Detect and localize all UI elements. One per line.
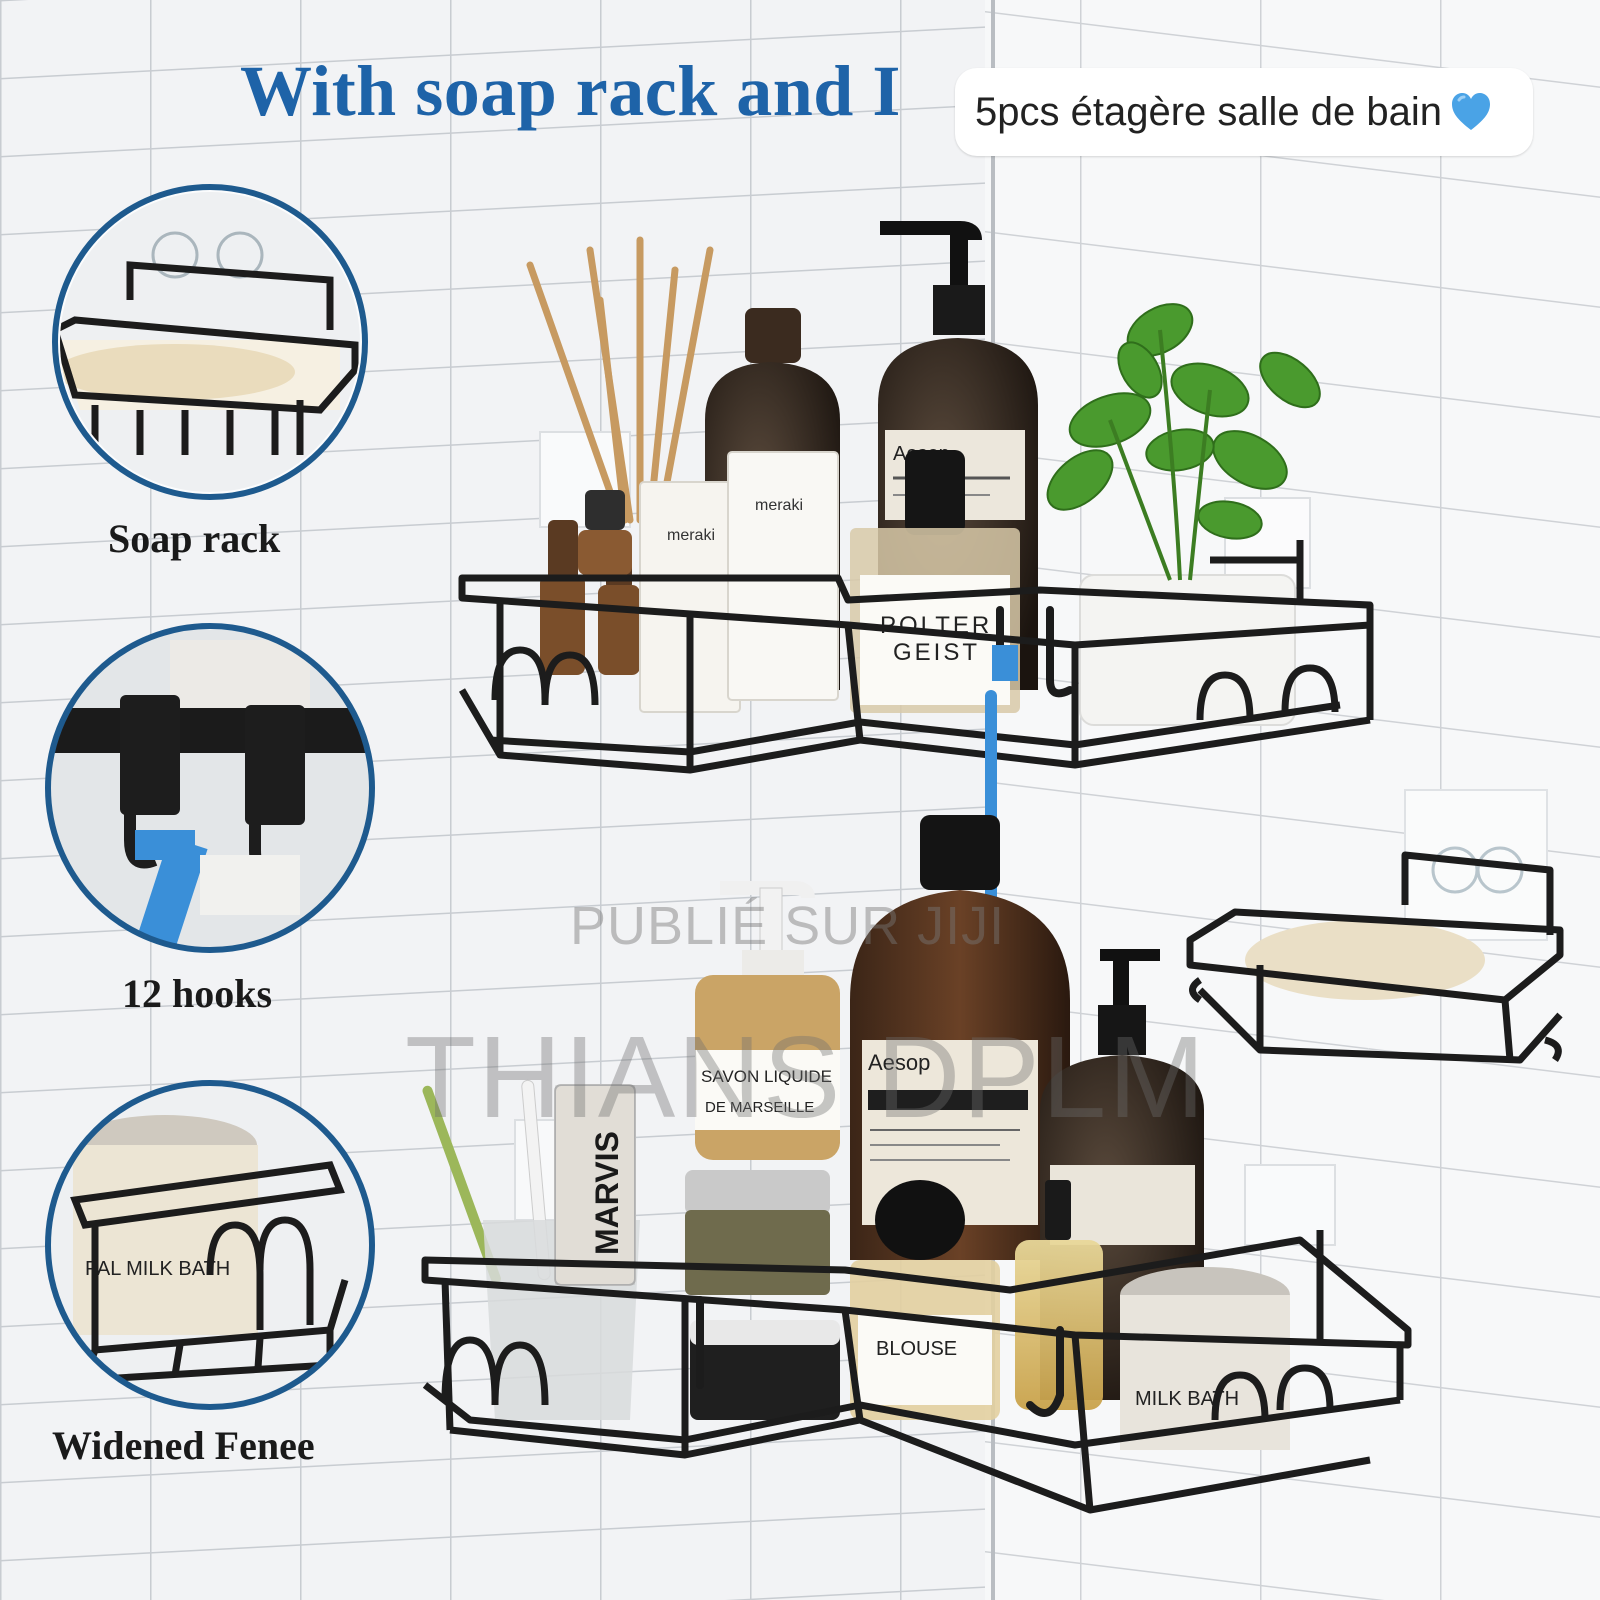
reed-diffuser — [526, 236, 714, 524]
top-rack-frame — [458, 540, 1374, 774]
banner-title: With soap rack and I — [240, 51, 901, 131]
savon-label-2: DE MARSEILLE — [705, 1099, 814, 1116]
feature-label-soap-rack: Soap rack — [108, 516, 281, 561]
milk-bath-left-label: PAL MILK BATH — [85, 1258, 230, 1280]
soap-rack-right — [1186, 789, 1564, 1064]
hooks-closeup — [45, 623, 375, 953]
soap-rack-closeup — [52, 184, 368, 500]
savon-liquide-bottle: SAVON LIQUIDE DE MARSEILLE — [695, 881, 840, 1160]
fence-closeup: PAL MILK BATH — [45, 1080, 375, 1410]
bottom-corner-shelf: MARVIS SAVON LIQUIDE DE MARSEILLE — [421, 815, 1412, 1514]
savon-label-1: SAVON LIQUIDE — [701, 1067, 832, 1086]
black-jar — [690, 1320, 840, 1420]
aesop-bottom-label: Aesop — [868, 1050, 930, 1075]
milk-bath-right-label: MILK BATH — [1135, 1388, 1239, 1410]
tube-label-1: meraki — [667, 527, 715, 544]
blouse-label: BLOUSE — [876, 1338, 957, 1360]
caption-text: 5pcs étagère salle de bain — [975, 89, 1442, 134]
aesop-large-bottle: Aesop — [850, 815, 1070, 1260]
meraki-tubes: meraki meraki — [639, 451, 839, 713]
blouse-bottle: BLOUSE — [850, 1180, 1000, 1420]
hooks-bottom — [696, 1296, 1064, 1417]
feature-label-hooks: 12 hooks — [122, 971, 273, 1016]
watermark-line-1: PUBLIÉ SUR JIJI — [570, 896, 1006, 956]
top-corner-shelf: Aesop meraki meraki — [458, 221, 1374, 960]
marvis-toothpaste: MARVIS — [554, 1084, 636, 1286]
polter-label-2: GEIST — [893, 639, 980, 666]
olive-jar — [685, 1170, 830, 1295]
blue-heart-icon — [1452, 93, 1490, 130]
tube-label-2: meraki — [755, 497, 803, 514]
marvis-label: MARVIS — [589, 1131, 625, 1255]
feature-label-fence: Widened Fenee — [52, 1423, 315, 1468]
bottom-rack-frame — [421, 1230, 1412, 1514]
caption-box: 5pcs étagère salle de bain — [955, 68, 1533, 156]
watermark-line-2: THIANS DPLM — [405, 1012, 1207, 1142]
milk-bath-jar-right: MILK BATH — [1120, 1267, 1290, 1450]
